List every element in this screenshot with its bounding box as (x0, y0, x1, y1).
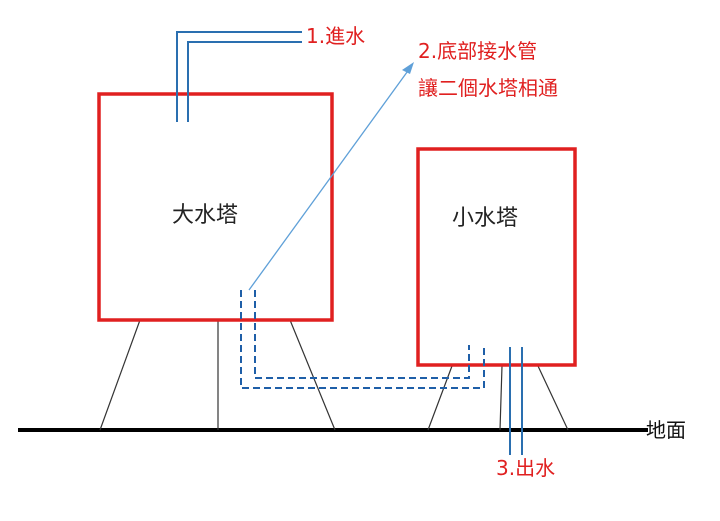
ground-label: 地面 (646, 418, 686, 442)
connecting-pipe (240, 290, 485, 389)
inlet-pipe (176, 31, 302, 122)
small-tank-legs (427, 365, 569, 431)
large-tank-label: 大水塔 (172, 203, 238, 228)
outlet-pipe (509, 347, 523, 455)
bottom-pipe-annotation-line1: 2.底部接水管 (418, 39, 537, 63)
small-tank-label: 小水塔 (452, 206, 518, 231)
inlet-annotation: 1.進水 (306, 24, 365, 48)
annotation-arrow (248, 62, 414, 291)
large-tank (97, 92, 334, 322)
large-tank-legs (99, 319, 336, 431)
bottom-pipe-annotation-line2: 讓二個水塔相通 (418, 76, 558, 100)
small-tank (416, 147, 577, 367)
outlet-annotation: 3.出水 (496, 456, 555, 480)
